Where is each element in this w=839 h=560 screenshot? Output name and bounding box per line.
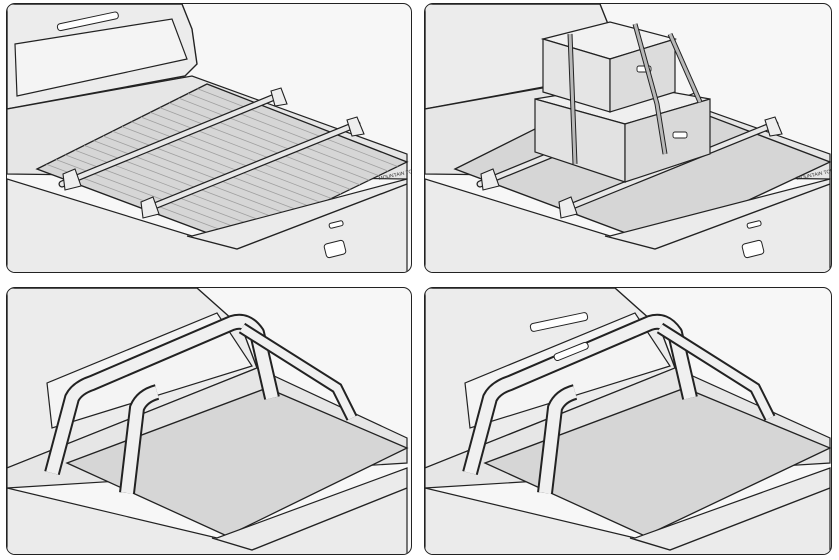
cover-slat-line	[178, 97, 379, 177]
cover-slat-line	[93, 140, 294, 218]
cover-slat-line	[102, 135, 304, 213]
cover-slat-line	[140, 116, 342, 195]
cargo-box-small	[540, 21, 678, 113]
illustration-cover-crossbars: MOUNTAIN TOP	[7, 4, 411, 272]
cover-slat-line	[131, 121, 332, 199]
panel-cover-sportbar	[6, 287, 412, 555]
cover-slat-line	[197, 88, 398, 167]
cover-slat-line	[169, 102, 370, 181]
cover-slat-line	[150, 111, 351, 190]
panel-cover-crossbars-boxes: MOUNTAIN TOP	[424, 3, 832, 273]
cover-slat-line	[112, 130, 313, 208]
illustration-cover-crossbars-boxes: MOUNTAIN TOP	[425, 4, 831, 272]
panel-cover-sportbar-brakelight	[424, 287, 832, 555]
illustration-cover-sportbar	[7, 288, 409, 554]
cover-slat-line	[121, 126, 323, 204]
illustration-cover-sportbar-brakelight	[425, 288, 831, 554]
cover-slat-line	[159, 107, 360, 186]
cover-slat-line	[187, 93, 389, 172]
brake-light	[553, 341, 589, 362]
panel-cover-crossbars: MOUNTAIN TOP	[6, 3, 412, 273]
